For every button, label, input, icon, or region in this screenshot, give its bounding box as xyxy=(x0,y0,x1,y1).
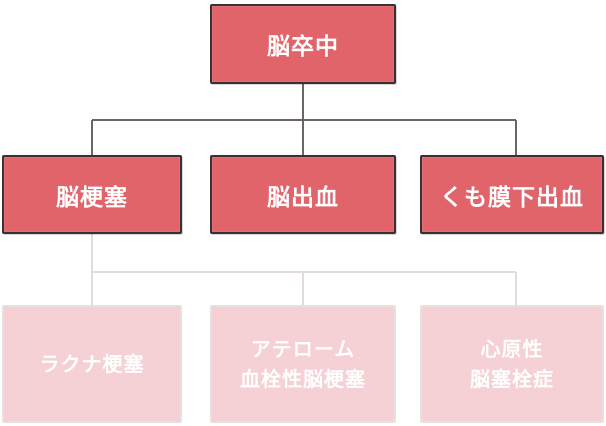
node-atherothrombotic-line1: アテローム xyxy=(250,337,356,361)
node-cerebral-infarction-label: 脳梗塞 xyxy=(56,184,128,211)
node-subarachnoid-hemorrhage-label: くも膜下出血 xyxy=(440,184,584,211)
node-atherothrombotic-infarction: アテローム 血栓性脳梗塞 xyxy=(210,305,396,423)
node-lacunar-infarction: ラクナ梗塞 xyxy=(2,305,182,423)
node-cardioembolic-line2: 脳塞栓症 xyxy=(470,367,554,391)
node-cardioembolic-line1: 心原性 xyxy=(480,337,544,361)
node-lacunar-infarction-label: ラクナ梗塞 xyxy=(39,352,145,376)
node-root-label: 脳卒中 xyxy=(267,34,339,60)
node-atherothrombotic-line2: 血栓性脳梗塞 xyxy=(240,367,366,391)
node-cardioembolic-stroke: 心原性 脳塞栓症 xyxy=(420,305,604,423)
node-cerebral-infarction: 脳梗塞 xyxy=(2,155,182,234)
node-subarachnoid-hemorrhage: くも膜下出血 xyxy=(420,155,604,234)
node-cerebral-hemorrhage-label: 脳出血 xyxy=(267,184,339,211)
node-root: 脳卒中 xyxy=(210,4,396,84)
node-cerebral-hemorrhage: 脳出血 xyxy=(210,155,396,234)
